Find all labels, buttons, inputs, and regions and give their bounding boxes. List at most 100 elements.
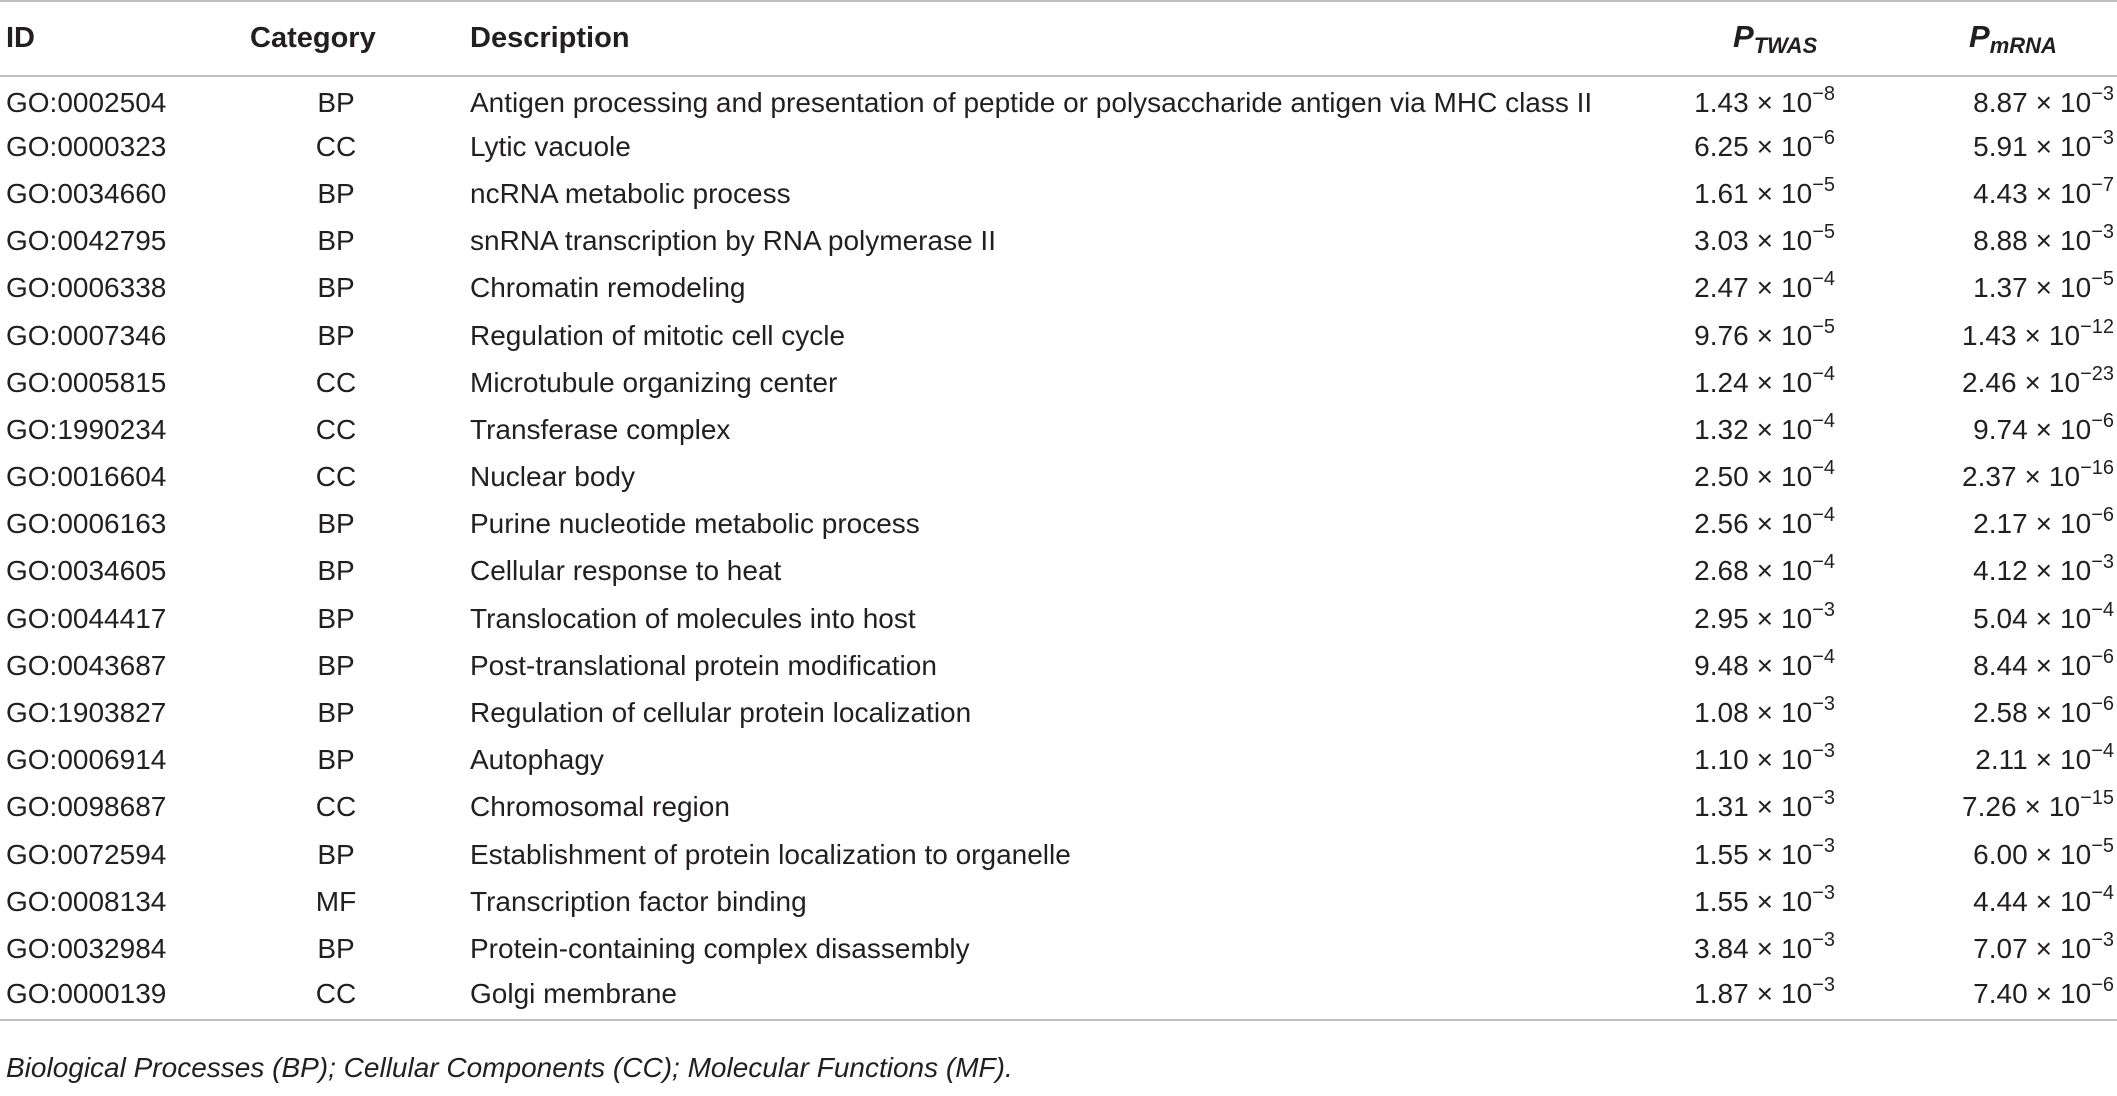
cell-go-id: GO:0006914 xyxy=(6,744,167,776)
cell-p-twas: 3.03×10−5 xyxy=(1646,218,1877,265)
cell-p-twas-exponent: −3 xyxy=(1812,787,1835,810)
cell-p-twas-times: × xyxy=(1756,366,1774,398)
cell-category: BP xyxy=(317,932,355,964)
cell-p-mrna: 2.58×10−6 xyxy=(1877,689,2117,736)
cell-p-mrna-times: × xyxy=(2035,977,2053,1009)
cell-p-mrna-mantissa: 5.04 xyxy=(1973,602,2028,634)
cell-p-twas-exponent: −3 xyxy=(1812,881,1835,904)
cell-p-mrna-exponent: −6 xyxy=(2091,973,2114,996)
cell-p-mrna-times: × xyxy=(2035,130,2053,162)
cell-p-mrna: 5.04×10−4 xyxy=(1877,595,2117,642)
cell-p-mrna-mantissa: 8.44 xyxy=(1973,649,2028,681)
cell-p-mrna-exponent: −6 xyxy=(2091,645,2114,668)
cell-p-mrna-times: × xyxy=(2035,87,2053,119)
cell-p-mrna-exponent: −7 xyxy=(2091,173,2114,196)
cell-p-mrna-base: 10 xyxy=(2060,885,2092,917)
cell-p-mrna-base: 10 xyxy=(2048,461,2081,493)
cell-p-mrna-times: × xyxy=(2035,838,2053,870)
header-p-mrna-subscript: mRNA xyxy=(1989,32,2057,58)
cell-description: Regulation of cellular protein localizat… xyxy=(470,697,972,729)
cell-p-twas-base: 10 xyxy=(1781,791,1813,823)
cell-category: CC xyxy=(315,130,357,162)
cell-p-mrna-mantissa: 2.17 xyxy=(1973,508,2028,540)
cell-p-twas-times: × xyxy=(1756,130,1774,162)
cell-p-mrna-base: 10 xyxy=(2048,366,2081,398)
cell-p-mrna-mantissa: 1.43 xyxy=(1962,319,2017,351)
cell-p-twas-mantissa: 9.48 xyxy=(1694,649,1749,681)
cell-p-mrna-mantissa: 7.26 xyxy=(1962,791,2017,823)
cell-p-twas-mantissa: 1.32 xyxy=(1694,413,1749,445)
cell-p-twas-base: 10 xyxy=(1781,87,1813,119)
cell-p-mrna-base: 10 xyxy=(2048,319,2081,351)
cell-p-mrna-base: 10 xyxy=(2060,977,2092,1009)
cell-p-mrna-times: × xyxy=(2035,225,2053,257)
cell-p-twas-base: 10 xyxy=(1781,697,1813,729)
cell-p-mrna-times: × xyxy=(2035,177,2053,209)
cell-p-twas-mantissa: 1.24 xyxy=(1694,366,1749,398)
cell-p-mrna-mantissa: 6.00 xyxy=(1973,838,2028,870)
cell-p-twas-mantissa: 9.76 xyxy=(1694,319,1749,351)
cell-p-twas-exponent: −3 xyxy=(1812,740,1835,763)
cell-p-mrna-times: × xyxy=(2035,649,2053,681)
cell-p-twas-base: 10 xyxy=(1781,932,1813,964)
cell-p-mrna-exponent: −3 xyxy=(2091,928,2114,951)
cell-p-mrna-base: 10 xyxy=(2060,177,2092,209)
cell-p-twas-mantissa: 2.47 xyxy=(1694,272,1749,304)
cell-p-twas: 9.48×10−4 xyxy=(1646,642,1877,689)
cell-p-twas-exponent: −3 xyxy=(1812,693,1835,716)
cell-p-mrna-exponent: −5 xyxy=(2091,268,2114,291)
cell-p-twas: 2.47×10−4 xyxy=(1646,265,1877,312)
cell-p-twas-exponent: −5 xyxy=(1812,173,1835,196)
cell-go-id: GO:0072594 xyxy=(6,838,167,870)
cell-p-mrna-exponent: −3 xyxy=(2091,83,2114,106)
cell-description: Protein-containing complex disassembly xyxy=(470,932,970,964)
cell-p-mrna: 7.40×10−6 xyxy=(1877,972,2117,1021)
cell-p-twas-exponent: −4 xyxy=(1812,504,1835,527)
cell-p-mrna: 2.37×10−16 xyxy=(1877,454,2117,501)
cell-p-twas-times: × xyxy=(1756,977,1774,1009)
cell-p-mrna-times: × xyxy=(2035,932,2053,964)
cell-go-id: GO:0016604 xyxy=(6,461,167,493)
cell-category: CC xyxy=(315,413,357,445)
cell-p-mrna-mantissa: 5.91 xyxy=(1973,130,2028,162)
cell-p-mrna-base: 10 xyxy=(2060,602,2092,634)
cell-p-twas-mantissa: 6.25 xyxy=(1694,130,1749,162)
cell-p-mrna-exponent: −4 xyxy=(2091,740,2114,763)
cell-p-twas-times: × xyxy=(1756,697,1774,729)
cell-p-twas-times: × xyxy=(1756,225,1774,257)
cell-p-twas: 1.55×10−3 xyxy=(1646,878,1877,925)
cell-description: Post-translational protein modification xyxy=(470,649,937,681)
cell-p-twas-exponent: −3 xyxy=(1812,928,1835,951)
cell-description: Microtubule organizing center xyxy=(470,366,838,398)
cell-p-twas-base: 10 xyxy=(1781,649,1813,681)
cell-p-mrna: 2.11×10−4 xyxy=(1877,737,2117,784)
cell-p-mrna-base: 10 xyxy=(2060,413,2092,445)
cell-p-twas-base: 10 xyxy=(1781,461,1813,493)
cell-p-twas-times: × xyxy=(1756,272,1774,304)
cell-p-mrna-times: × xyxy=(2024,791,2041,823)
header-category: Category xyxy=(250,0,466,77)
cell-category: BP xyxy=(317,744,355,776)
cell-go-id: GO:0006163 xyxy=(6,508,167,540)
cell-p-twas-mantissa: 3.84 xyxy=(1694,932,1749,964)
cell-p-mrna: 4.43×10−7 xyxy=(1877,170,2117,217)
cell-go-id: GO:0000139 xyxy=(0,972,250,1021)
cell-p-twas-base: 10 xyxy=(1781,885,1813,917)
cell-p-twas-times: × xyxy=(1756,87,1774,119)
cell-go-id: GO:0043687 xyxy=(6,649,167,681)
cell-p-mrna-base: 10 xyxy=(2060,87,2092,119)
go-enrichment-table: ID Category Description PTWAS PmRNA GO:0… xyxy=(0,0,2117,1021)
cell-p-twas-times: × xyxy=(1756,838,1774,870)
cell-p-twas: 2.56×10−4 xyxy=(1646,501,1877,548)
cell-category: BP xyxy=(317,838,355,870)
